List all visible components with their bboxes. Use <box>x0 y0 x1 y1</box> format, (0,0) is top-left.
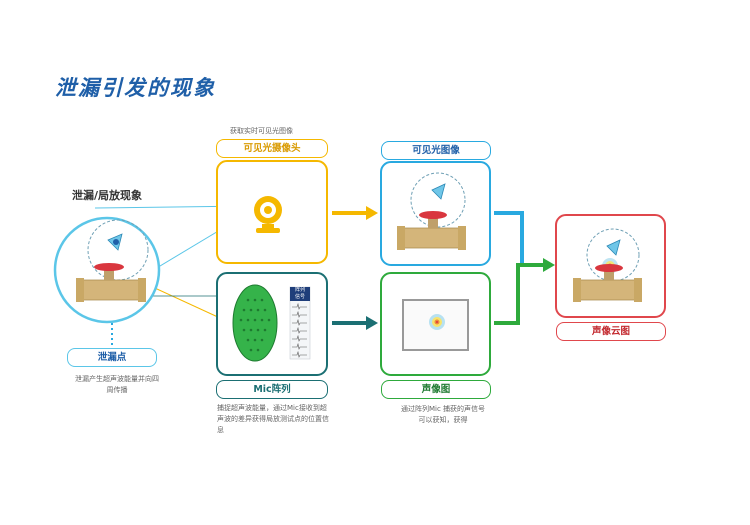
cloud-label: 声像云图 <box>556 322 666 341</box>
signal-panel-header: 阵列 信号 <box>290 287 310 301</box>
mic-desc-line-1: 捕捉超声波能量，通过Mic接收到超 <box>217 404 327 412</box>
signal-header-line-1: 阵列 <box>294 287 305 293</box>
mic-array-board-icon <box>232 284 278 362</box>
mic-to-acoustic-arrow <box>332 316 378 330</box>
camera-to-visible-arrow <box>332 206 378 220</box>
ultrasound-emitter-icon <box>107 233 123 251</box>
page-title: 泄漏引发的现象 <box>55 76 216 100</box>
leak-desc-line-1: 泄漏产生超声波能量并向四 <box>75 375 159 383</box>
camera-label: 可见光摄像头 <box>216 139 328 158</box>
leak-desc-line-2: 周传播 <box>106 386 128 394</box>
acoustic-heatmap-icon <box>402 299 469 351</box>
acoustic-desc-line-1: 通过阵列Mic 捕获的声信号 <box>400 405 486 413</box>
valve-icon <box>76 263 146 302</box>
leak-label: 泄漏点 <box>67 348 157 367</box>
signal-panel <box>289 286 311 360</box>
acoustic-image-label: 声像图 <box>381 380 491 399</box>
acoustic-to-cloud-connector <box>494 258 555 325</box>
leak-circle <box>53 216 161 324</box>
signal-header-line-2: 信号 <box>294 294 305 300</box>
acoustic-description: 通过阵列Mic 捕获的声信号 可以获知，获得 <box>383 404 503 426</box>
mic-label: Mic阵列 <box>216 380 328 399</box>
webcam-icon <box>254 196 282 233</box>
camera-top-note: 获取实时可见光图像 <box>230 127 293 135</box>
mic-desc-line-2: 声波的差异获得局放测试点的位置信 <box>217 415 329 423</box>
cloud-image-valve-icon <box>573 228 642 302</box>
leak-description: 泄漏产生超声波能量并向四 周传播 <box>62 374 172 396</box>
acoustic-desc-line-2: 可以获知，获得 <box>418 416 468 424</box>
leak-heading: 泄漏/局放现象 <box>72 189 143 202</box>
mic-description: 捕捉超声波能量，通过Mic接收到超 声波的差异获得局放测试点的位置信 息 <box>217 403 347 436</box>
mic-desc-line-3: 息 <box>217 426 224 434</box>
visible-image-valve-icon <box>397 172 466 250</box>
visible-to-cloud-connector <box>494 211 524 265</box>
visible-image-label: 可见光图像 <box>381 141 491 160</box>
